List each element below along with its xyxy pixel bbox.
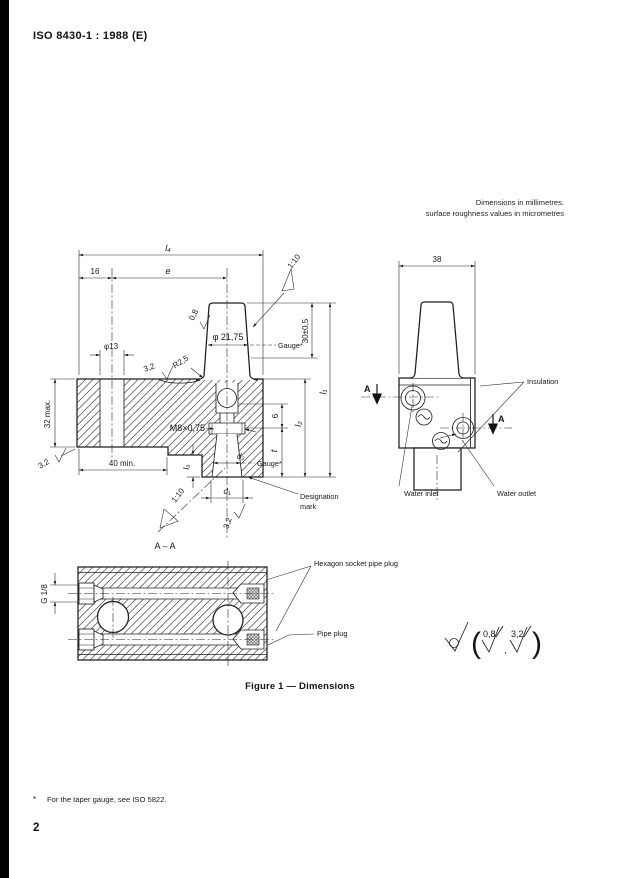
roughness-boss: 0,8: [187, 308, 200, 322]
insulation-label: Insulation: [527, 377, 558, 386]
water-symbol-out: [432, 432, 457, 450]
dim-thread: M8×0,75: [170, 423, 205, 433]
dim-16: 16: [91, 267, 100, 276]
dim-l3: l₃: [182, 465, 191, 470]
pipe-plug-label: Pipe plug: [317, 629, 347, 638]
dim-30: 30±0,5: [301, 318, 310, 343]
roughness-checks: [54, 314, 246, 519]
units-note: Dimensions in millimetres. surface rough…: [426, 197, 564, 219]
roughness-left: 3,2: [37, 457, 52, 471]
document-header: ISO 8430-1 : 1988 (E): [33, 30, 148, 42]
taper-ratio-bottom: 1:10: [170, 486, 187, 504]
hex-plug-label: Hexagon socket pipe plug: [314, 559, 398, 568]
roughness-socket: 3,2: [222, 516, 234, 530]
front-dimension-lines: [53, 253, 332, 500]
footnote-text: For the taper gauge, see ISO 5822.: [47, 795, 167, 804]
front-body-outline: [76, 378, 264, 478]
side-taper-boss: [410, 301, 464, 379]
units-note-line2: surface roughness values in micrometres: [425, 209, 564, 218]
dim-phi2175: φ 21,75: [213, 332, 244, 342]
water-outlet-label: Water outlet: [497, 489, 536, 498]
dim-e: e: [165, 266, 170, 276]
surface-roughness-note: ( 0,8 , 3,2 ): [444, 621, 542, 660]
front-view: l₄ 16 e φ13 3,2 R2,5 0,8 φ 21,75 Gauge* …: [37, 243, 339, 540]
roughness-value-1: 0,8: [483, 629, 496, 639]
footnote: * For the taper gauge, see ISO 5822.: [33, 795, 166, 804]
figure-caption: Figure 1 — Dimensions: [245, 681, 355, 692]
water-inlet-label: Water inlet: [404, 489, 439, 498]
dim-6: 6: [271, 413, 280, 418]
dim-phi13: φ13: [104, 342, 119, 351]
dim-t: t: [269, 449, 279, 452]
dim-l2: l₂: [293, 421, 303, 427]
section-title: A – A: [154, 541, 175, 551]
dim-d2: d₂: [237, 452, 245, 461]
gauge-label-top: Gauge*: [278, 341, 303, 350]
dim-d1: d₁: [224, 487, 231, 496]
pipe-plug-left-bottom: [78, 628, 104, 651]
section-letter-right: A: [498, 414, 505, 424]
designation-mark-label2: mark: [300, 502, 317, 511]
paren-close: ): [532, 627, 542, 660]
dim-l4: l₄: [165, 243, 171, 253]
section-aa-view: A – A: [40, 541, 398, 667]
dim-g18: G 1/8: [40, 584, 49, 604]
taper-ratio-top: 1:10: [286, 252, 303, 270]
dim-38: 38: [433, 255, 442, 264]
roughness-top: 3,2: [142, 361, 156, 373]
paren-open: (: [471, 627, 481, 660]
side-view: 38 A A Insulation Water inlet Water outl…: [361, 255, 558, 500]
dim-40min: 40 min.: [109, 459, 135, 468]
binding-edge-bar: [0, 0, 9, 878]
dim-l1: l₁: [318, 389, 328, 394]
taper-symbol-top: [281, 267, 295, 292]
roughness-base-symbol: [444, 621, 469, 652]
units-note-line1: Dimensions in millimetres.: [475, 198, 564, 207]
side-lower-boss: [413, 447, 462, 491]
water-symbol-in: [415, 408, 433, 426]
roughness-comma: ,: [504, 645, 507, 655]
dim-r25: R2,5: [171, 353, 191, 370]
taper-symbol-bottom: [159, 508, 179, 529]
section-letter-left: A: [364, 384, 371, 394]
footnote-marker: *: [33, 795, 37, 804]
roughness-value-2: 3,2: [511, 629, 524, 639]
designation-mark-label: Designation: [300, 492, 339, 501]
dim-32max: 32 max.: [43, 400, 52, 428]
gauge-label-bottom: Gauge*: [257, 459, 282, 468]
side-body: [398, 377, 476, 449]
page-number: 2: [33, 822, 40, 834]
front-extension-lines: [50, 250, 336, 503]
